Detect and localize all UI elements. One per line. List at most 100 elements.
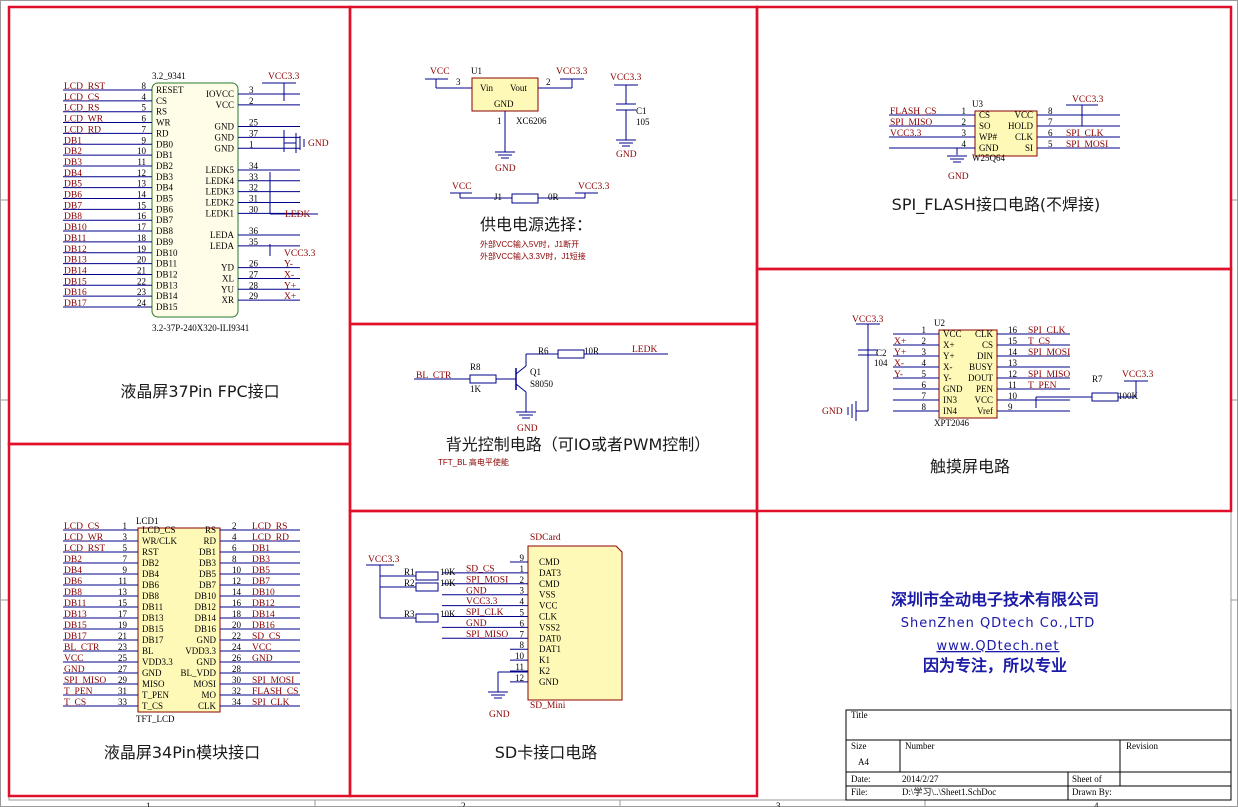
pin-number: 3 [922,347,927,357]
net-label: SPI_MOSI [466,575,508,585]
pin-name: DB7 [156,215,174,225]
pin-number: 2 [922,336,927,346]
pin-name: VSS [539,590,556,600]
bl-ctr-label: BL_CTR [416,371,452,381]
bl-ledk-label: LEDK [632,345,657,355]
net-label: DB16 [252,621,275,631]
pin-number: 30 [249,204,259,214]
pin-number: 33 [118,697,128,707]
pin-name: CS [982,340,993,350]
pin-name: DB15 [142,624,164,634]
backlight-circuit: BL_CTR R8 1K Q1 S8050 R6 10R LEDK GND [414,345,668,434]
net-label: DB13 [64,256,87,266]
company-name-en: ShenZhen QDtech Co.,LTD [901,616,1096,631]
sd-body [527,545,623,701]
section-frames [7,5,1233,798]
pin-number: 4 [520,597,525,607]
pin-number: 10 [232,565,242,575]
r7-ref: R7 [1092,374,1103,384]
pin-number: 14 [1008,347,1018,357]
net-label: DB13 [64,610,87,620]
pin-name: K1 [539,655,550,665]
power-note-1: 外部VCC输入5V时，J1断开 [480,239,579,249]
pin-number: 8 [232,554,237,564]
pin-number: 14 [232,587,242,597]
pin-number: 22 [232,631,241,641]
r7-value: 100K [1118,391,1139,401]
pin-name: DB3 [156,172,174,182]
net-label: DB11 [64,599,87,609]
pin-name: DB1 [156,150,173,160]
pin-name: WR/CLK [142,536,177,546]
tb-file-label: File: [851,787,868,797]
pin-name: RD [156,128,169,138]
net-label: X+ [284,292,296,302]
pin-name: GND [979,143,999,153]
q1-collector [515,365,527,375]
pin-name: DAT1 [539,644,561,654]
net-label: LCD_RST [64,82,105,92]
net-label: GND [466,586,487,596]
net-label: GND [252,654,273,664]
c1-gnd-label: GND [616,150,637,160]
pin-name: DB2 [142,558,159,568]
pin-name: GND [215,122,235,132]
pin-number: 12 [1008,369,1017,379]
pin-number: 20 [232,620,242,630]
q1-gnd-label: GND [517,424,538,434]
net-label: SPI_MISO [890,118,932,128]
net-label: X+ [894,337,906,347]
pin-number: 14 [137,190,147,200]
sd-resistor [415,613,439,623]
net-label: X- [284,270,294,280]
j1-value: 0R [548,192,559,202]
pin-name: LEDK4 [206,176,235,186]
pin-name: K2 [539,666,550,676]
pin-name: Vref [977,406,993,416]
sd-label: SDCard [530,533,561,543]
c1-vcc-label: VCC3.3 [610,73,642,83]
u3-gnd-symbol [947,155,967,163]
section-title-spiflash: SPI_FLASH接口电路(不焊接) [892,195,1101,215]
resistor-value: 10K [440,578,456,588]
pin-number: 7 [142,124,147,134]
net-label: DB17 [64,632,87,642]
pin-number: 4 [962,139,967,149]
pin-number: 6 [922,380,927,390]
sd-resistor [415,582,439,592]
pin-number: 34 [249,161,259,171]
net-label: SPI_MISO [64,676,106,686]
pin-number: 25 [249,118,259,128]
pin-number: 2 [249,96,254,106]
pin-number: 37 [249,128,259,138]
pin-number: 8 [922,402,927,412]
pin-name: CMD [539,579,560,589]
pin-number: 18 [137,233,147,243]
pin-name: HOLD [1008,121,1033,131]
net-label: DB8 [64,212,82,222]
pin-number: 27 [249,269,259,279]
pin-number: 15 [118,598,128,608]
net-label: SPI_MOSI [1028,348,1070,358]
pin-name: DB5 [199,569,217,579]
section-title-power: 供电电源选择： [480,215,592,234]
pin-name: BUSY [969,362,994,372]
pin-number: 23 [137,287,147,297]
fpc-top-label: 3.2_9341 [152,71,186,81]
pin-number: 28 [232,664,242,674]
fpc-ledk-label: LEDK [285,210,310,220]
net-label: FLASH_CS [252,687,298,697]
sd-gnd-label: GND [489,710,510,720]
net-label: DB10 [252,588,275,598]
pin-name: DB7 [199,580,217,590]
sd-part: SD_Mini [530,701,566,711]
u2-body [938,329,998,419]
pin-name: DB6 [142,580,160,590]
pin-name: DB11 [156,259,177,269]
pin-number: 3 [962,128,967,138]
pin-name: WP# [979,132,998,142]
net-label: DB3 [252,555,270,565]
touch-vcc-label: VCC3.3 [852,315,884,325]
pin-name: DB4 [156,183,174,193]
